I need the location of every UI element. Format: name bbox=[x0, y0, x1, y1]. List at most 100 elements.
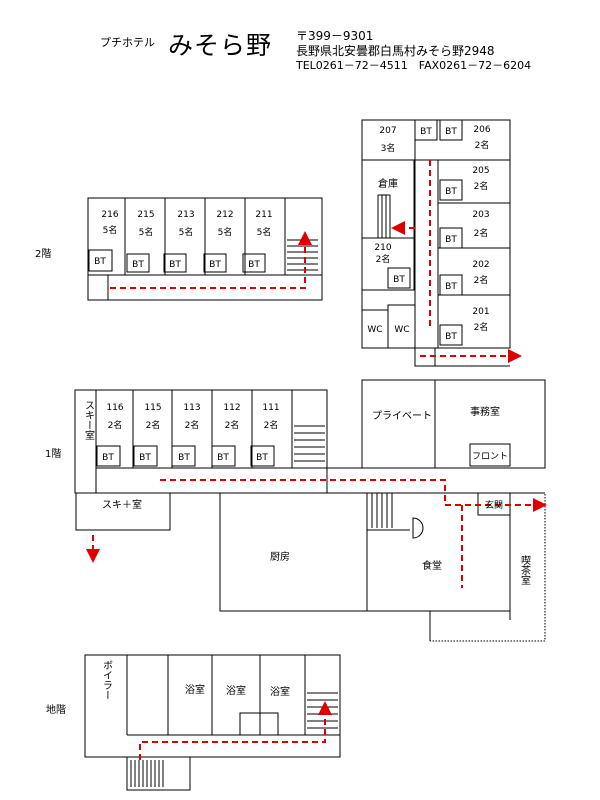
room-215-number: 215 bbox=[137, 210, 154, 220]
hotel-contact: TEL0261－72－4511 FAX0261－72－6204 bbox=[296, 59, 532, 72]
bath-203 bbox=[439, 227, 463, 249]
room-201-number: 201 bbox=[472, 307, 489, 317]
dining-door bbox=[412, 517, 424, 539]
bath-201 bbox=[439, 324, 463, 346]
room-116-capacity: 2名 bbox=[108, 419, 123, 431]
kitchen-label: 厨房 bbox=[270, 550, 290, 563]
tea-room-outline bbox=[430, 492, 546, 642]
office-label: 事務室 bbox=[470, 405, 500, 418]
route-2f-west bbox=[110, 231, 312, 289]
room-labels-2f-east: 207 3名 206 2名 205 2名 203 2名 202 2名 201 2… bbox=[367, 125, 490, 342]
bath-116 bbox=[96, 445, 121, 467]
bt-112: BT bbox=[217, 453, 229, 463]
room-203-capacity: 2名 bbox=[474, 227, 489, 239]
room-201-capacity: 2名 bbox=[474, 321, 489, 333]
room-116-number: 116 bbox=[106, 403, 123, 413]
bath-112 bbox=[211, 445, 236, 467]
floor-label-2f: 2階 bbox=[35, 248, 51, 260]
evacuation-routes bbox=[86, 160, 547, 760]
bt-213: BT bbox=[169, 260, 181, 270]
bath-111 bbox=[250, 445, 275, 467]
room-112-number: 112 bbox=[223, 403, 240, 413]
stairs-1f-west bbox=[294, 425, 325, 462]
ski-room-vertical-label: スキー室 bbox=[83, 400, 95, 440]
private-label: プライベート bbox=[372, 410, 432, 422]
bt-206: BT bbox=[445, 127, 457, 137]
room-212-capacity: 5名 bbox=[218, 226, 233, 238]
room-213-number: 213 bbox=[177, 210, 194, 220]
bath-205 bbox=[439, 179, 463, 201]
tea-room-label: 喫茶室 bbox=[519, 555, 531, 585]
bt-212: BT bbox=[209, 260, 221, 270]
bt-207: BT bbox=[420, 127, 432, 137]
room-207-number: 207 bbox=[379, 126, 396, 136]
room-210-capacity: 2名 bbox=[376, 253, 391, 265]
room-206-capacity: 2名 bbox=[475, 139, 490, 151]
bt-211: BT bbox=[248, 260, 260, 270]
wc-2-label: WC bbox=[394, 325, 409, 335]
bath-213 bbox=[163, 253, 187, 273]
bt-111: BT bbox=[256, 453, 268, 463]
bt-201: BT bbox=[445, 332, 457, 342]
wc-1-label: WC bbox=[367, 325, 382, 335]
boiler-label: ボイラー bbox=[101, 660, 113, 700]
stairs-basement bbox=[307, 692, 338, 729]
stairs-basement-exit bbox=[130, 760, 164, 787]
postal-code: 〒399－9301 bbox=[296, 29, 374, 43]
bath-206 bbox=[439, 119, 463, 141]
bath-215 bbox=[126, 253, 150, 273]
bath-113 bbox=[171, 445, 196, 467]
bt-205: BT bbox=[445, 187, 457, 197]
ski-room-annex bbox=[75, 492, 171, 531]
ski-room-label: スキ＋室 bbox=[102, 498, 142, 511]
room-212-number: 212 bbox=[216, 210, 233, 220]
bath-211 bbox=[242, 253, 266, 273]
floor-label-b1: 地階 bbox=[46, 703, 66, 716]
wc-2 bbox=[387, 304, 416, 349]
room-112-capacity: 2名 bbox=[225, 419, 240, 431]
room-113-capacity: 2名 bbox=[185, 419, 200, 431]
route-basement bbox=[139, 701, 332, 760]
bath-label-3: 浴室 bbox=[270, 685, 290, 698]
room-113-number: 113 bbox=[183, 403, 200, 413]
floor-1-main bbox=[219, 379, 546, 642]
bath-210 bbox=[387, 267, 411, 289]
room-210-number: 210 bbox=[374, 243, 391, 253]
room-210 bbox=[361, 237, 415, 291]
kitchen-room bbox=[219, 492, 368, 612]
bath-216 bbox=[88, 249, 113, 272]
room-215-capacity: 5名 bbox=[139, 226, 154, 238]
room-211-number: 211 bbox=[255, 210, 272, 220]
bath-202 bbox=[439, 274, 463, 296]
room-111-number: 111 bbox=[262, 403, 279, 413]
room-111-capacity: 2名 bbox=[264, 419, 279, 431]
bt-113: BT bbox=[178, 453, 190, 463]
bath-label-1: 浴室 bbox=[185, 683, 205, 696]
room-213-capacity: 5名 bbox=[179, 226, 194, 238]
stairs-2f-west bbox=[287, 239, 318, 271]
bt-203: BT bbox=[445, 235, 457, 245]
front-desk-box bbox=[469, 443, 511, 467]
hotel-address: 長野県北安曇郡白馬村みそら野2948 bbox=[296, 44, 495, 58]
room-labels-2f-west: 216 5名 215 5名 213 5名 212 5名 211 5名 BT BT… bbox=[94, 210, 272, 270]
floor-label-1f: 1階 bbox=[45, 448, 61, 460]
storage-room bbox=[361, 159, 415, 239]
room-labels-1f: 116 2名 115 2名 113 2名 112 2名 111 2名 BT BT… bbox=[102, 403, 508, 572]
dining-label: 食堂 bbox=[422, 559, 442, 572]
bath-115 bbox=[133, 445, 158, 467]
bt-215: BT bbox=[132, 260, 144, 270]
room-115-number: 115 bbox=[144, 403, 161, 413]
bath-label-2: 浴室 bbox=[226, 684, 246, 697]
hotel-subtitle: プチホテル bbox=[100, 36, 155, 49]
bt-202: BT bbox=[445, 282, 457, 292]
bath-tub bbox=[239, 712, 279, 736]
bt-210: BT bbox=[393, 275, 405, 285]
stairs-1f-east bbox=[371, 493, 393, 528]
room-211-capacity: 5名 bbox=[257, 226, 272, 238]
bt-115: BT bbox=[139, 453, 151, 463]
entrance-label: 玄関 bbox=[485, 499, 503, 511]
bath-212 bbox=[203, 253, 227, 273]
room-203-number: 203 bbox=[472, 210, 489, 220]
bath-207 bbox=[414, 119, 438, 141]
